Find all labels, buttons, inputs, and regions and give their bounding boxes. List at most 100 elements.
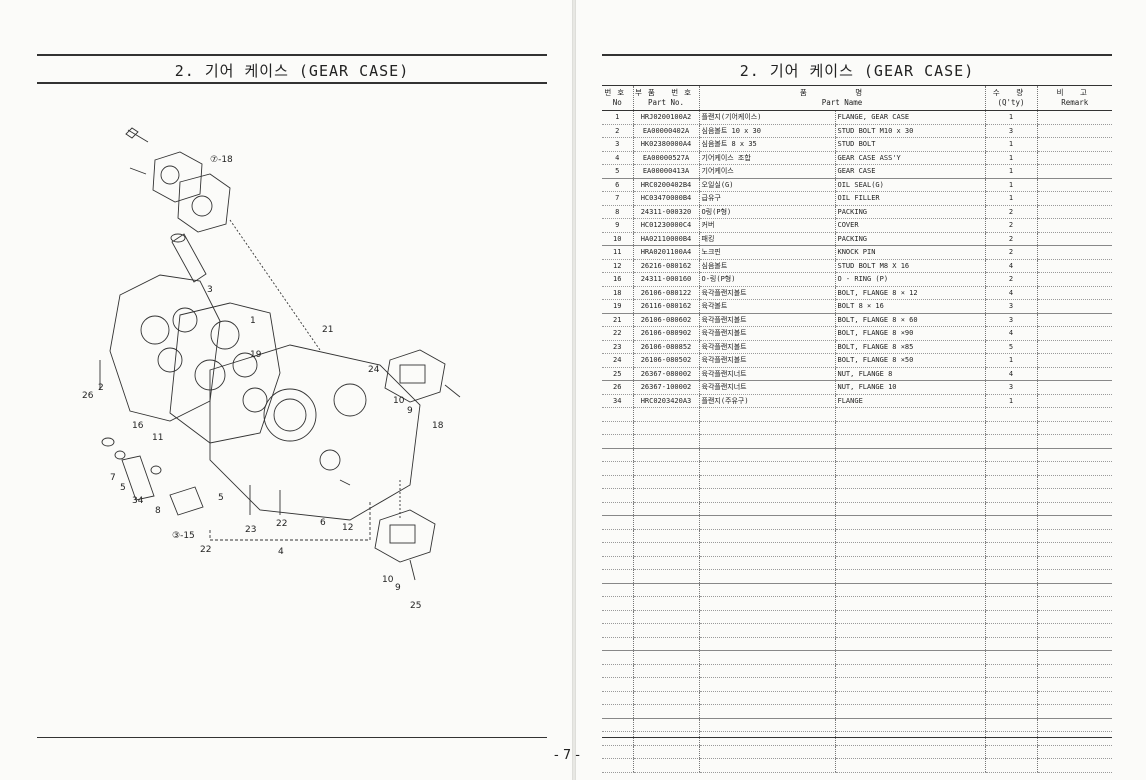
callout-10-upper: 10 — [393, 396, 405, 406]
table-row — [602, 691, 1113, 705]
part-no-cell: HA02110000B4 — [632, 232, 699, 246]
part-name-en-cell — [834, 758, 986, 773]
gear-case-exploded-diagram: ⑦-18 3 1 21 19 24 26 2 16 11 10 9 18 7 5… — [82, 127, 461, 611]
qty-cell — [984, 731, 1038, 746]
table-row — [602, 758, 1113, 773]
part-number — [602, 758, 633, 773]
remark-cell — [1036, 313, 1113, 327]
table-row — [602, 637, 1113, 651]
part-number: 9 — [602, 218, 633, 233]
part-no-cell — [632, 529, 699, 543]
qty-cell: 2 — [984, 218, 1038, 233]
part-name-ko-cell — [698, 569, 835, 584]
part-name-en-cell — [834, 407, 986, 422]
part-number: 22 — [602, 326, 633, 341]
callout-18: 18 — [432, 421, 444, 431]
remark-cell — [1036, 569, 1113, 584]
callout-9-lower: 9 — [395, 583, 401, 593]
callout-8: 8 — [155, 506, 161, 516]
remark-cell — [1036, 218, 1113, 233]
qty-cell: 1 — [984, 178, 1038, 192]
part-name-en-cell — [834, 596, 986, 611]
part-name-ko-cell: 커버 — [698, 218, 835, 233]
part-name-ko-cell: O-링(P형) — [698, 272, 835, 287]
callout-5-center: 5 — [218, 493, 224, 503]
right-page-title: 2. 기어 케이스 (GEAR CASE) — [739, 62, 975, 80]
part-number: 6 — [602, 178, 633, 192]
part-name-en-cell — [834, 434, 986, 449]
qty-cell: 2 — [984, 272, 1038, 287]
part-name-ko-cell: O링(P형) — [698, 205, 835, 219]
qty-cell — [984, 664, 1038, 678]
remark-cell — [1036, 299, 1113, 314]
part-no-cell — [632, 691, 699, 705]
remark-cell — [1036, 610, 1113, 624]
table-row — [602, 583, 1113, 597]
gasket-plate — [109, 274, 221, 422]
table-row — [602, 664, 1113, 678]
part-no-cell — [632, 610, 699, 624]
part-name-ko-cell: 육각플랜지볼트 — [698, 286, 835, 300]
callout-3: 3 — [207, 285, 213, 295]
part-number: 4 — [602, 151, 633, 165]
part-number: 8 — [602, 205, 633, 219]
qty-cell — [984, 596, 1038, 611]
table-row — [602, 677, 1113, 692]
part-no-cell: HRJ0200100A2 — [632, 110, 699, 125]
part-name-en-cell: BOLT, FLANGE 8 ×90 — [834, 326, 986, 341]
part-name-ko-cell: 육각플랜지볼트 — [698, 340, 835, 354]
part-number: 34 — [602, 394, 633, 408]
part-number: 10 — [602, 232, 633, 246]
qty-cell: 4 — [984, 286, 1038, 300]
part-name-en-cell — [834, 448, 986, 462]
callout-12: 12 — [342, 523, 353, 533]
left-bottom-rule — [37, 737, 547, 738]
remark-cell — [1036, 232, 1113, 246]
remark-cell — [1036, 461, 1113, 476]
callout-22-left: 22 — [200, 545, 211, 555]
qty-cell: 2 — [984, 245, 1038, 260]
part-name-ko-cell — [698, 407, 835, 422]
part-no-cell — [632, 515, 699, 530]
qty-cell: 1 — [984, 151, 1038, 165]
callout-6: 6 — [320, 518, 326, 528]
part-number: 1 — [602, 110, 633, 125]
part-name-ko-cell — [698, 542, 835, 557]
part-no-cell: HC01230000C4 — [632, 218, 699, 233]
bolt-shape — [125, 127, 149, 143]
part-number — [602, 488, 633, 503]
part-number — [602, 731, 633, 746]
part-name-en-cell — [834, 556, 986, 570]
oil-filler-flange — [177, 173, 231, 233]
remark-cell — [1036, 110, 1113, 125]
part-name-ko-cell: 육각플랜지너트 — [698, 380, 835, 395]
callout-labels: ⑦-18 3 1 21 19 24 26 2 16 11 10 9 18 7 5… — [82, 155, 444, 611]
qty-cell — [984, 542, 1038, 557]
part-number — [602, 515, 633, 530]
part-no-cell: 26106-080902 — [632, 326, 699, 341]
part-name-ko-cell — [698, 650, 835, 665]
part-name-en-cell — [834, 515, 986, 530]
callout-23: 23 — [245, 525, 256, 535]
part-number — [602, 583, 633, 597]
table-row — [602, 461, 1113, 476]
part-number — [602, 434, 633, 449]
qty-cell: 4 — [984, 326, 1038, 341]
part-name-ko-cell — [698, 718, 835, 732]
filler-neck — [121, 455, 155, 501]
part-number: 12 — [602, 259, 633, 273]
callout-5-left: 5 — [120, 483, 126, 493]
part-number — [602, 502, 633, 516]
part-no-cell — [632, 596, 699, 611]
part-number: 11 — [602, 245, 633, 260]
table-row — [602, 502, 1113, 516]
table-row — [602, 596, 1113, 611]
remark-cell — [1036, 259, 1113, 273]
remark-cell — [1036, 664, 1113, 678]
remark-cell — [1036, 326, 1113, 341]
